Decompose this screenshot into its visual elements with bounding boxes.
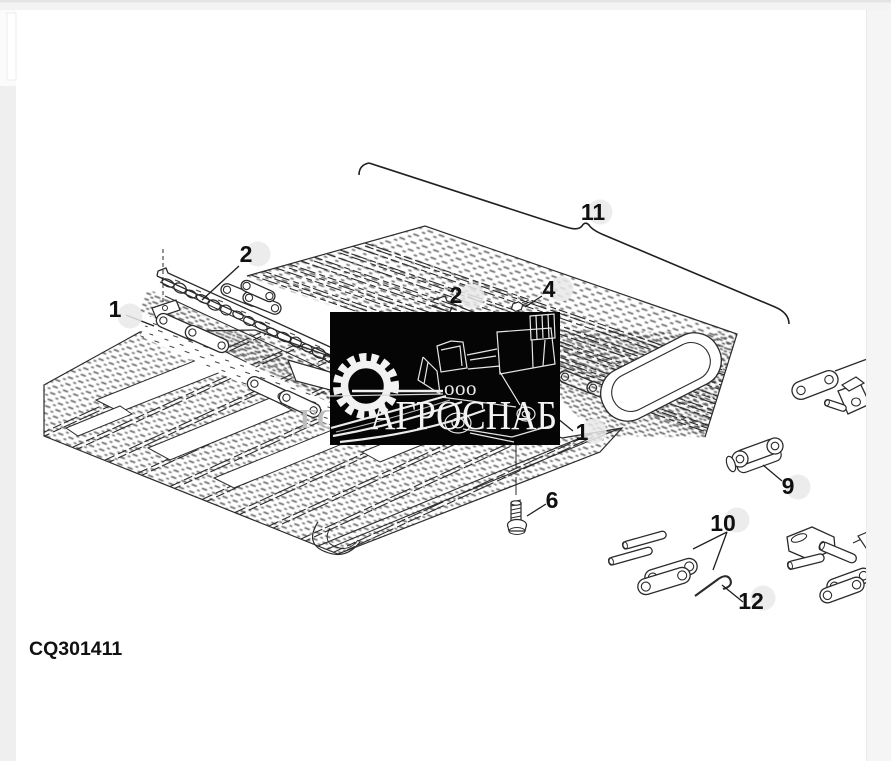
svg-text:10: 10 (710, 510, 736, 536)
svg-text:1: 1 (576, 419, 589, 445)
svg-text:CQ301411: CQ301411 (29, 638, 122, 660)
svg-text:2: 2 (240, 241, 253, 267)
svg-text:11: 11 (581, 199, 606, 225)
svg-text:12: 12 (738, 588, 764, 614)
svg-text:6: 6 (546, 487, 559, 513)
svg-text:4: 4 (543, 276, 556, 302)
svg-text:АГРОСНАБ: АГРОСНАБ (370, 392, 557, 438)
svg-text:2: 2 (450, 282, 463, 308)
svg-text:ooo: ooo (444, 376, 477, 400)
svg-text:9: 9 (782, 473, 795, 499)
svg-text:1: 1 (109, 296, 122, 322)
